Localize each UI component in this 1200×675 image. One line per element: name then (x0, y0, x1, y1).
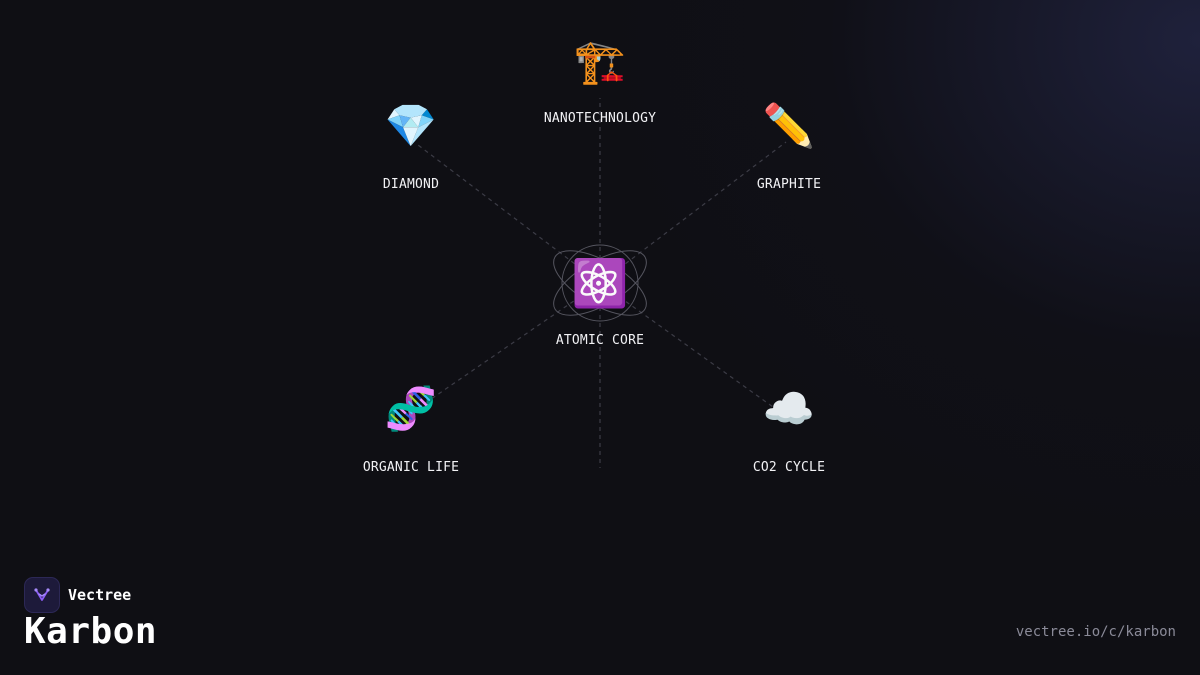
atom-orbits (553, 244, 647, 322)
brand[interactable]: Vectree (24, 577, 131, 613)
vectree-logo-mark (34, 588, 50, 601)
node-label-graphite[interactable]: GRAPHITE (756, 177, 822, 192)
dna-icon[interactable]: 🧬 (384, 384, 438, 433)
atom-symbol-icon: ⚛️ (571, 256, 629, 310)
node-label-atomic-core: ATOMIC CORE (555, 333, 645, 348)
node-label-co2-cycle[interactable]: CO2 CYCLE (752, 460, 826, 475)
connector-diamond (417, 144, 601, 284)
orbit-circle (561, 244, 639, 322)
pencil-icon[interactable]: ✏️ (762, 101, 816, 150)
construction-crane-icon[interactable]: 🏗️ (573, 37, 627, 86)
cloud-icon[interactable]: ☁️ (762, 384, 816, 433)
page-url[interactable]: vectree.io/c/karbon (1015, 624, 1176, 640)
page-title: Karbon (24, 611, 158, 652)
orbit-ellipse-a (553, 250, 647, 316)
vectree-logo-icon (24, 577, 60, 613)
brand-name: Vectree (68, 586, 132, 604)
gem-stone-icon[interactable]: 💎 (384, 101, 438, 150)
orbit-ellipse-b (553, 250, 647, 316)
node-label-nanotechnology[interactable]: NANOTECHNOLOGY (543, 111, 657, 126)
node-label-diamond[interactable]: DIAMOND (382, 177, 440, 192)
connector-co2-cycle (599, 282, 781, 413)
connector-graphite (599, 141, 787, 284)
node-label-organic-life[interactable]: ORGANIC LIFE (362, 460, 460, 475)
